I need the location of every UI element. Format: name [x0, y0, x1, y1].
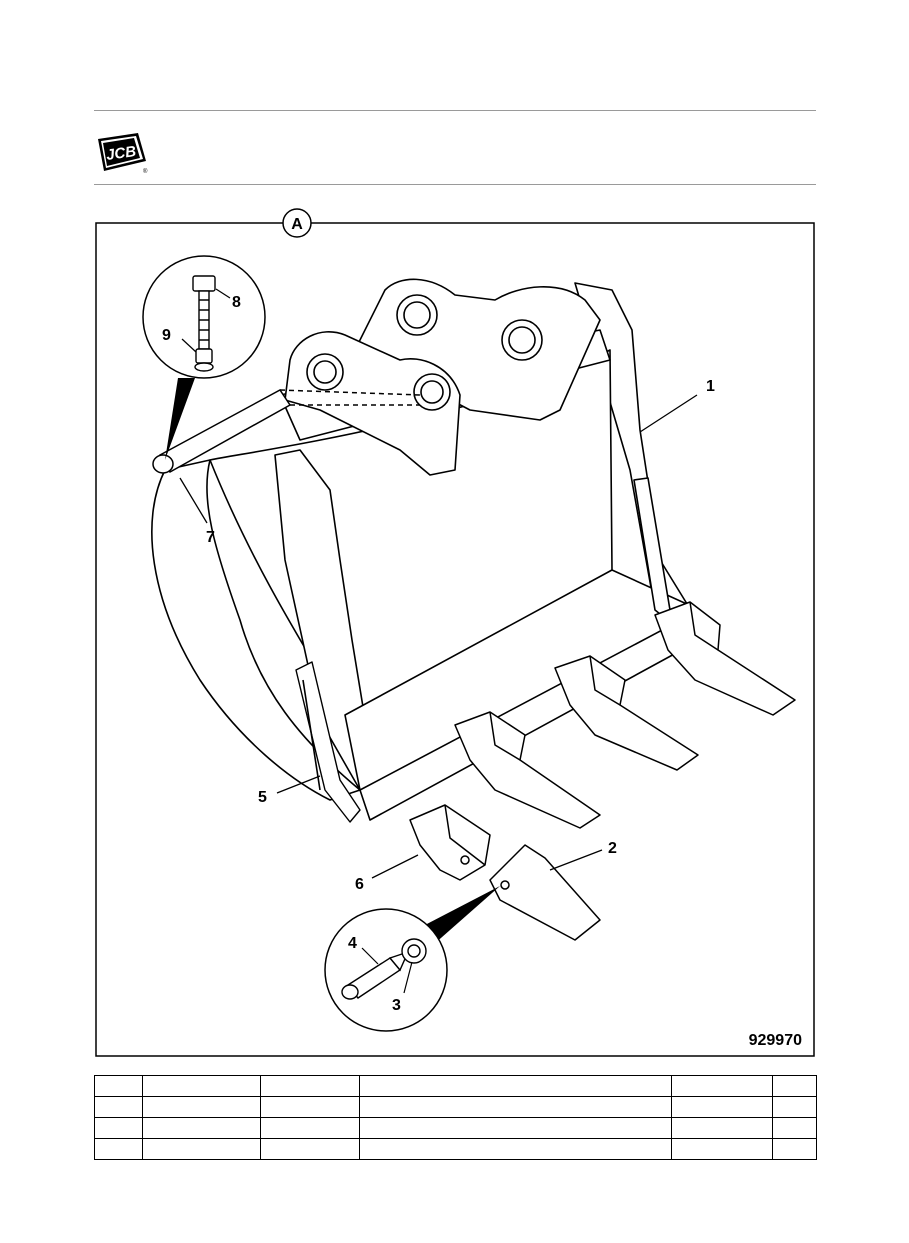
- table-cell: [359, 1138, 672, 1160]
- pin-retainer-detail-circle: [324, 886, 500, 1032]
- callout-1: 1: [706, 378, 715, 395]
- table-cell: [94, 1138, 143, 1160]
- parts-table: [94, 1075, 817, 1160]
- table-cell: [671, 1117, 773, 1139]
- header-bottom-rule: [94, 184, 816, 185]
- pivot-pin: [152, 389, 421, 474]
- parts-table-body: [94, 1075, 817, 1160]
- table-row: [94, 1117, 817, 1139]
- table-cell: [94, 1117, 143, 1139]
- bucket-teeth: [409, 601, 796, 941]
- callout-7: 7: [206, 529, 215, 546]
- table-cell: [260, 1117, 360, 1139]
- table-cell: [142, 1138, 261, 1160]
- jcb-logo: JCB ®: [98, 133, 148, 175]
- table-cell: [359, 1096, 672, 1118]
- table-cell: [359, 1075, 672, 1097]
- svg-text:®: ®: [143, 168, 148, 175]
- table-cell: [260, 1138, 360, 1160]
- table-row: [94, 1075, 817, 1097]
- table-cell: [142, 1117, 261, 1139]
- view-label-a: A: [282, 208, 312, 238]
- table-cell: [671, 1096, 773, 1118]
- svg-text:A: A: [291, 216, 303, 233]
- table-cell: [772, 1138, 817, 1160]
- header-top-rule: [94, 110, 816, 111]
- table-cell: [772, 1117, 817, 1139]
- svg-text:JCB: JCB: [105, 143, 137, 164]
- table-cell: [671, 1138, 773, 1160]
- table-cell: [94, 1075, 143, 1097]
- figure-frame: [95, 222, 815, 1057]
- table-cell: [671, 1075, 773, 1097]
- mounting-brackets: [284, 278, 601, 476]
- table-row: [94, 1096, 817, 1118]
- callout-8: 8: [232, 294, 241, 311]
- table-cell: [772, 1096, 817, 1118]
- leader-lines: [179, 394, 698, 879]
- table-row: [94, 1138, 817, 1160]
- callout-9: 9: [162, 327, 171, 344]
- callout-2: 2: [608, 840, 617, 857]
- callout-6: 6: [355, 876, 364, 893]
- table-cell: [94, 1096, 143, 1118]
- table-cell: [772, 1075, 817, 1097]
- callout-5: 5: [258, 789, 267, 806]
- table-cell: [142, 1096, 261, 1118]
- table-cell: [260, 1096, 360, 1118]
- callout-4: 4: [348, 935, 357, 952]
- callout-labels: 1 2 3 4 5 6 7 8 9: [162, 294, 715, 1014]
- bolt-detail-circle: [142, 255, 266, 460]
- table-cell: [142, 1075, 261, 1097]
- callout-3: 3: [392, 997, 401, 1014]
- table-cell: [359, 1117, 672, 1139]
- table-cell: [260, 1075, 360, 1097]
- figure-number: 929970: [749, 1032, 802, 1049]
